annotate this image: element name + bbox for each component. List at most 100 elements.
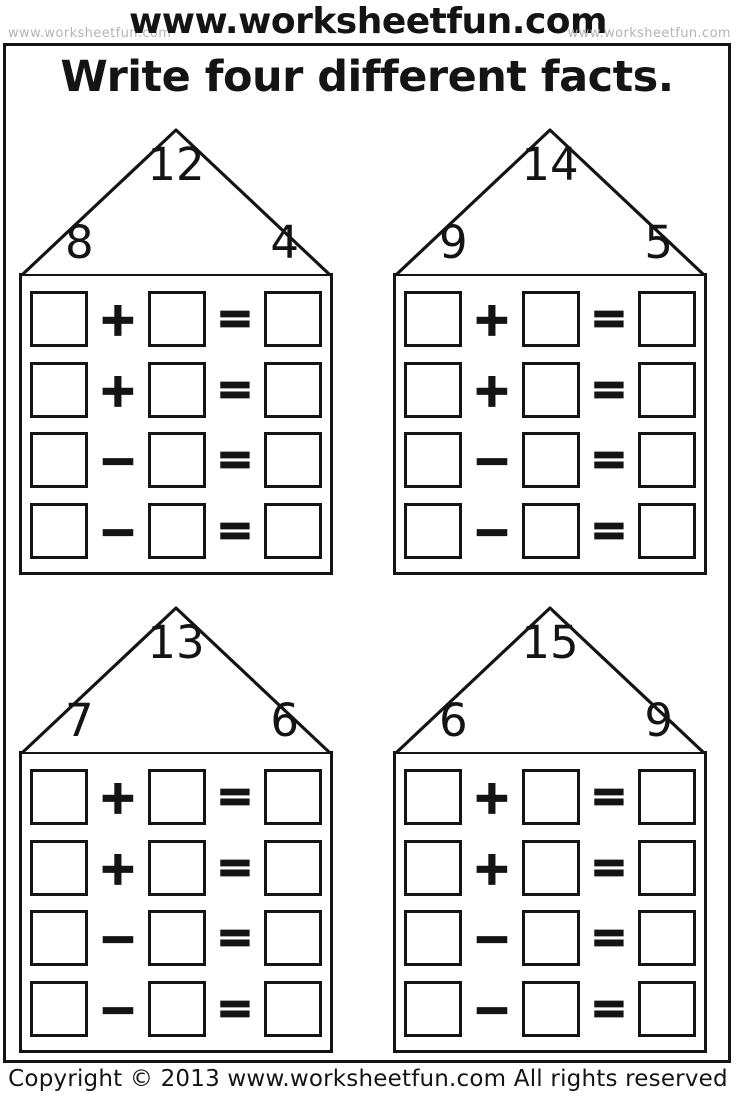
- equals-sign: =: [216, 292, 255, 345]
- answer-box[interactable]: [30, 980, 88, 1037]
- plus-operator: +: [472, 291, 512, 347]
- answer-box[interactable]: [30, 432, 88, 489]
- answer-box[interactable]: [521, 769, 580, 825]
- answer-box[interactable]: [404, 910, 462, 967]
- minus-operator: −: [98, 503, 138, 559]
- answer-box[interactable]: [30, 839, 88, 896]
- answer-box[interactable]: [638, 361, 697, 418]
- answer-box[interactable]: [404, 980, 462, 1037]
- roof-triangle-icon: [395, 606, 705, 754]
- fact-family-house-4: 15 6 9 + = + = − =: [393, 604, 707, 1053]
- fact-row: + =: [404, 291, 697, 347]
- answer-box[interactable]: [521, 432, 580, 489]
- answer-box[interactable]: [30, 291, 88, 347]
- fact-row: − =: [404, 910, 697, 967]
- answer-box[interactable]: [521, 502, 580, 559]
- roof-triangle-icon: [395, 128, 705, 276]
- answer-box[interactable]: [521, 361, 580, 418]
- answer-box[interactable]: [147, 769, 206, 825]
- equals-sign: =: [216, 770, 255, 823]
- answer-box[interactable]: [404, 839, 462, 896]
- house-body: + = + = − = −: [393, 273, 707, 575]
- fact-row: + =: [30, 769, 323, 825]
- roof-sum: 15: [521, 616, 579, 669]
- answer-box[interactable]: [404, 291, 462, 347]
- fact-family-house-1: 12 8 4 + = + = − =: [19, 126, 333, 575]
- answer-box[interactable]: [264, 291, 323, 347]
- answer-box[interactable]: [638, 432, 697, 489]
- roof-addend-right: 4: [270, 216, 299, 269]
- fact-row: + =: [30, 839, 323, 896]
- house-roof: 12 8 4: [19, 126, 333, 276]
- fact-row: − =: [30, 980, 323, 1037]
- fact-row: + =: [404, 769, 697, 825]
- answer-box[interactable]: [404, 432, 462, 489]
- equals-sign: =: [590, 982, 629, 1035]
- site-brand: www.worksheetfun.com: [128, 1, 608, 42]
- roof-addend-left: 7: [65, 694, 94, 747]
- answer-box[interactable]: [404, 769, 462, 825]
- roof-addend-left: 9: [439, 216, 468, 269]
- answer-box[interactable]: [264, 361, 323, 418]
- answer-box[interactable]: [404, 502, 462, 559]
- answer-box[interactable]: [638, 291, 697, 347]
- answer-box[interactable]: [147, 361, 206, 418]
- house-body: + = + = − = −: [19, 273, 333, 575]
- roof-addend-left: 8: [65, 216, 94, 269]
- minus-operator: −: [472, 503, 512, 559]
- answer-box[interactable]: [638, 839, 697, 896]
- answer-box[interactable]: [638, 769, 697, 825]
- plus-operator: +: [98, 291, 138, 347]
- answer-box[interactable]: [30, 361, 88, 418]
- answer-box[interactable]: [404, 361, 462, 418]
- equals-sign: =: [216, 911, 255, 964]
- answer-box[interactable]: [147, 432, 206, 489]
- roof-addend-right: 5: [644, 216, 673, 269]
- fact-row: − =: [30, 502, 323, 559]
- minus-operator: −: [472, 432, 512, 488]
- watermark-left: www.worksheetfun.com: [8, 26, 172, 41]
- answer-box[interactable]: [638, 980, 697, 1037]
- fact-row: − =: [404, 980, 697, 1037]
- answer-box[interactable]: [30, 910, 88, 967]
- fact-row: − =: [404, 502, 697, 559]
- equals-sign: =: [216, 363, 255, 416]
- fact-row: − =: [30, 910, 323, 967]
- plus-operator: +: [98, 840, 138, 896]
- answer-box[interactable]: [521, 291, 580, 347]
- answer-box[interactable]: [147, 502, 206, 559]
- answer-box[interactable]: [264, 910, 323, 967]
- answer-box[interactable]: [147, 839, 206, 896]
- answer-box[interactable]: [30, 769, 88, 825]
- answer-box[interactable]: [521, 839, 580, 896]
- roof-sum: 13: [147, 616, 205, 669]
- answer-box[interactable]: [30, 502, 88, 559]
- fact-row: + =: [404, 839, 697, 896]
- roof-triangle-icon: [21, 128, 331, 276]
- answer-box[interactable]: [638, 502, 697, 559]
- fact-row: + =: [30, 291, 323, 347]
- answer-box[interactable]: [521, 910, 580, 967]
- roof-triangle-icon: [21, 606, 331, 754]
- fact-row: − =: [30, 432, 323, 489]
- answer-box[interactable]: [264, 502, 323, 559]
- answer-box[interactable]: [147, 980, 206, 1037]
- answer-box[interactable]: [147, 291, 206, 347]
- fact-family-house-2: 14 9 5 + = + = − =: [393, 126, 707, 575]
- answer-box[interactable]: [264, 980, 323, 1037]
- fact-row: + =: [30, 361, 323, 418]
- answer-box[interactable]: [147, 910, 206, 967]
- roof-addend-left: 6: [439, 694, 468, 747]
- worksheet-frame: Write four different facts. 12 8 4 + = +: [3, 43, 731, 1063]
- house-roof: 13 7 6: [19, 604, 333, 754]
- answer-box[interactable]: [264, 839, 323, 896]
- answer-box[interactable]: [638, 910, 697, 967]
- roof-addend-right: 9: [644, 694, 673, 747]
- answer-box[interactable]: [264, 432, 323, 489]
- roof-addend-right: 6: [270, 694, 299, 747]
- house-body: + = + = − = −: [19, 751, 333, 1053]
- answer-box[interactable]: [264, 769, 323, 825]
- answer-box[interactable]: [521, 980, 580, 1037]
- minus-operator: −: [98, 981, 138, 1037]
- page-title: Write four different facts.: [60, 52, 674, 102]
